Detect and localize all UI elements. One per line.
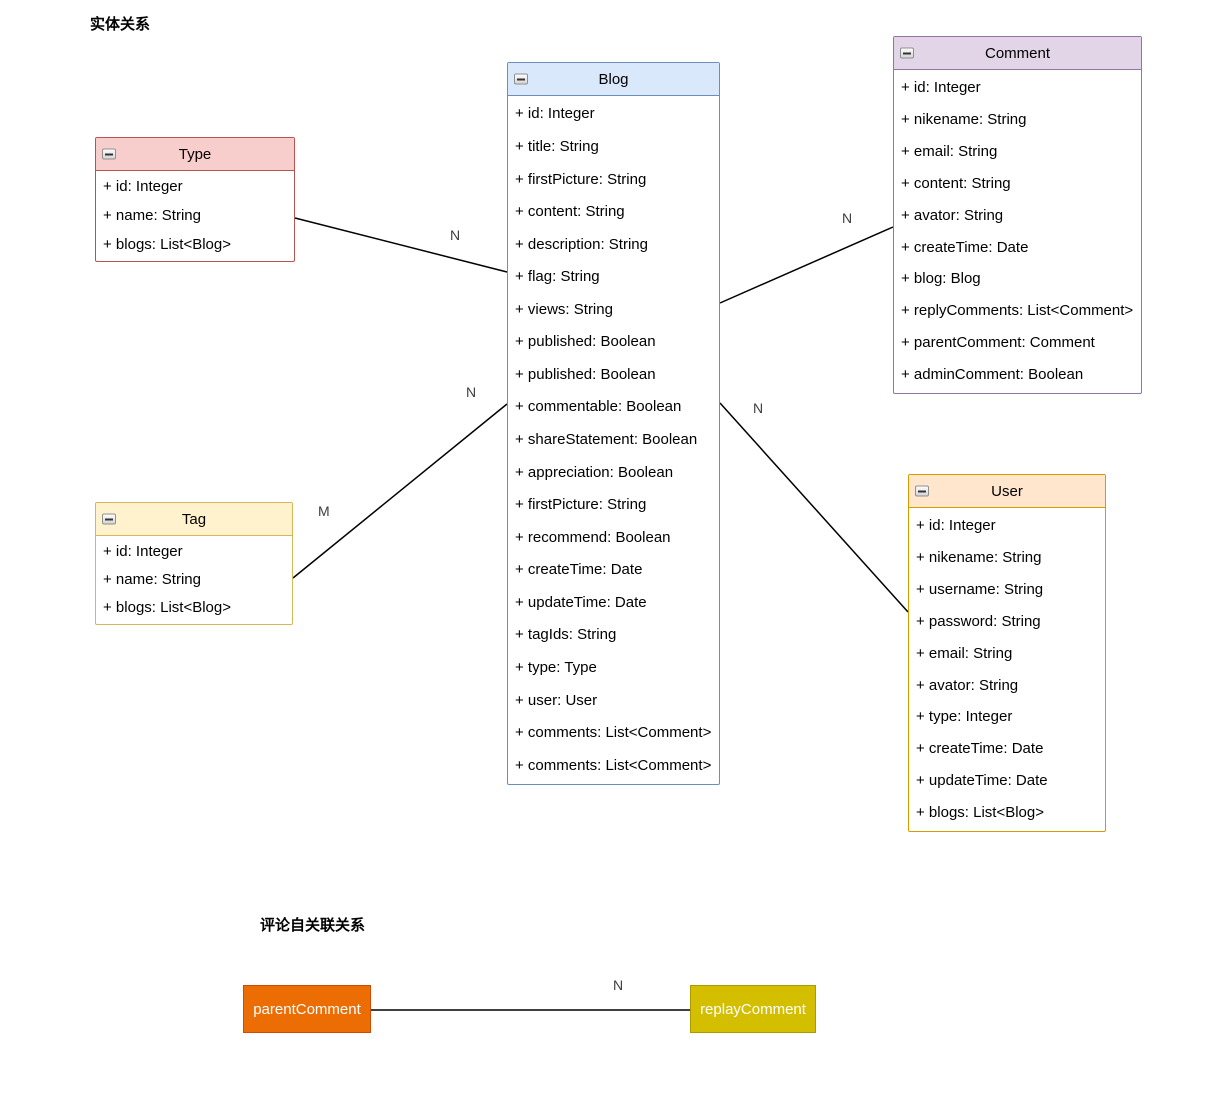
entity-field: + blogs: List<Blog>: [103, 236, 232, 253]
entity-field: + adminComment: Boolean: [901, 367, 1084, 383]
entity-field: + id: Integer: [916, 518, 996, 534]
entity-field: + nikename: String: [916, 549, 1042, 566]
relation-label: M: [318, 503, 330, 519]
entity-box-type[interactable]: Type + id: Integer + name: String + blogs:…: [95, 137, 295, 262]
entity-field: + shareStatement: Boolean: [515, 432, 698, 448]
entity-field: + username: String: [916, 581, 1044, 598]
page-title: 实体关系: [90, 16, 151, 33]
collapse-icon[interactable]: [915, 485, 929, 497]
node-label: replayComment: [700, 1000, 806, 1018]
edge-tag-blog[interactable]: [292, 403, 508, 579]
entity-field: + blogs: List<Blog>: [103, 600, 232, 616]
collapse-icon[interactable]: [102, 148, 116, 160]
node-replaycomment[interactable]: replayComment: [690, 985, 816, 1033]
entity-field: + content: String: [515, 204, 625, 220]
entity-field: + createTime: Date: [515, 562, 643, 579]
relation-label: N: [753, 400, 764, 416]
entity-field: + email: String: [901, 143, 998, 160]
relation-label: N: [450, 227, 461, 243]
entity-field: + appreciation: Boolean: [515, 464, 674, 481]
entity-box-blog[interactable]: Blog + id: Integer + title: String + first…: [507, 62, 720, 785]
entity-field: + avator: String: [901, 207, 1004, 224]
entity-field: + type: Integer: [916, 709, 1013, 726]
entity-field: + name: String: [103, 572, 201, 588]
entity-field: + password: String: [916, 613, 1041, 630]
entity-field: + replyComments: List<Comment>: [901, 303, 1134, 320]
entity-field: + views: String: [515, 301, 613, 318]
relation-label: N: [613, 977, 624, 993]
entity-field: + published: Boolean: [515, 334, 656, 351]
entity-field: + createTime: Date: [901, 239, 1029, 256]
entity-field: + updateTime: Date: [916, 773, 1048, 789]
entity-field: + firstPicture: String: [515, 171, 647, 188]
entity-field: + comments: List<Comment>: [515, 757, 712, 774]
edge-type-blog[interactable]: [294, 217, 508, 273]
entity-field: + createTime: Date: [916, 741, 1044, 758]
entity-box-tag[interactable]: Tag + id: Integer + name: String + blogs: …: [95, 502, 293, 625]
entity-field: + description: String: [515, 236, 648, 253]
collapse-icon[interactable]: [102, 513, 116, 525]
edge-blog-comment[interactable]: [719, 226, 894, 304]
entity-field: + nikename: String: [901, 111, 1027, 128]
entity-field: + firstPicture: String: [515, 497, 647, 513]
node-label: parentComment: [253, 1000, 361, 1018]
entity-field: + parentComment: Comment: [901, 335, 1095, 351]
entity-field: + avator: String: [916, 677, 1019, 694]
entity-field: + blogs: List<Blog>: [916, 805, 1045, 821]
entity-field: + content: String: [901, 175, 1011, 192]
entity-field: + updateTime: Date: [515, 594, 647, 611]
relation-label: N: [842, 210, 853, 226]
node-parentcomment[interactable]: parentComment: [243, 985, 371, 1033]
entity-title: Tag: [181, 510, 207, 528]
entity-field: + id: Integer: [515, 106, 595, 123]
entity-field: + tagIds: String: [515, 627, 617, 644]
entity-field: + recommend: Boolean: [515, 529, 671, 546]
entity-box-comment[interactable]: Comment + id: Integer + nikename: String +…: [893, 36, 1142, 394]
entity-title: User: [991, 482, 1023, 500]
entity-field: + blog: Blog: [901, 271, 981, 288]
entity-field: + flag: String: [515, 269, 600, 285]
entity-field: + email: String: [916, 645, 1013, 662]
entity-field: + commentable: Boolean: [515, 399, 682, 416]
relation-label: N: [466, 384, 477, 400]
entity-field: + user: User: [515, 692, 598, 709]
entity-field: + id: Integer: [103, 544, 183, 560]
entity-title: Comment: [984, 44, 1051, 62]
collapse-icon[interactable]: [514, 73, 528, 85]
entity-box-user[interactable]: User + id: Integer + nikename: String + us…: [908, 474, 1106, 832]
entity-title: Blog: [598, 70, 629, 88]
entity-field: + name: String: [103, 208, 201, 224]
entity-field: + title: String: [515, 138, 599, 155]
entity-field: + type: Type: [515, 659, 597, 676]
section-title-self-association: 评论自关联关系: [260, 917, 366, 934]
collapse-icon[interactable]: [900, 47, 914, 59]
edge-blog-user[interactable]: [719, 402, 909, 613]
entity-field: + id: Integer: [901, 80, 981, 96]
entity-title: Type: [178, 145, 212, 163]
entity-field: + id: Integer: [103, 179, 183, 196]
entity-field: + published: Boolean: [515, 366, 656, 383]
entity-field: + comments: List<Comment>: [515, 725, 712, 741]
